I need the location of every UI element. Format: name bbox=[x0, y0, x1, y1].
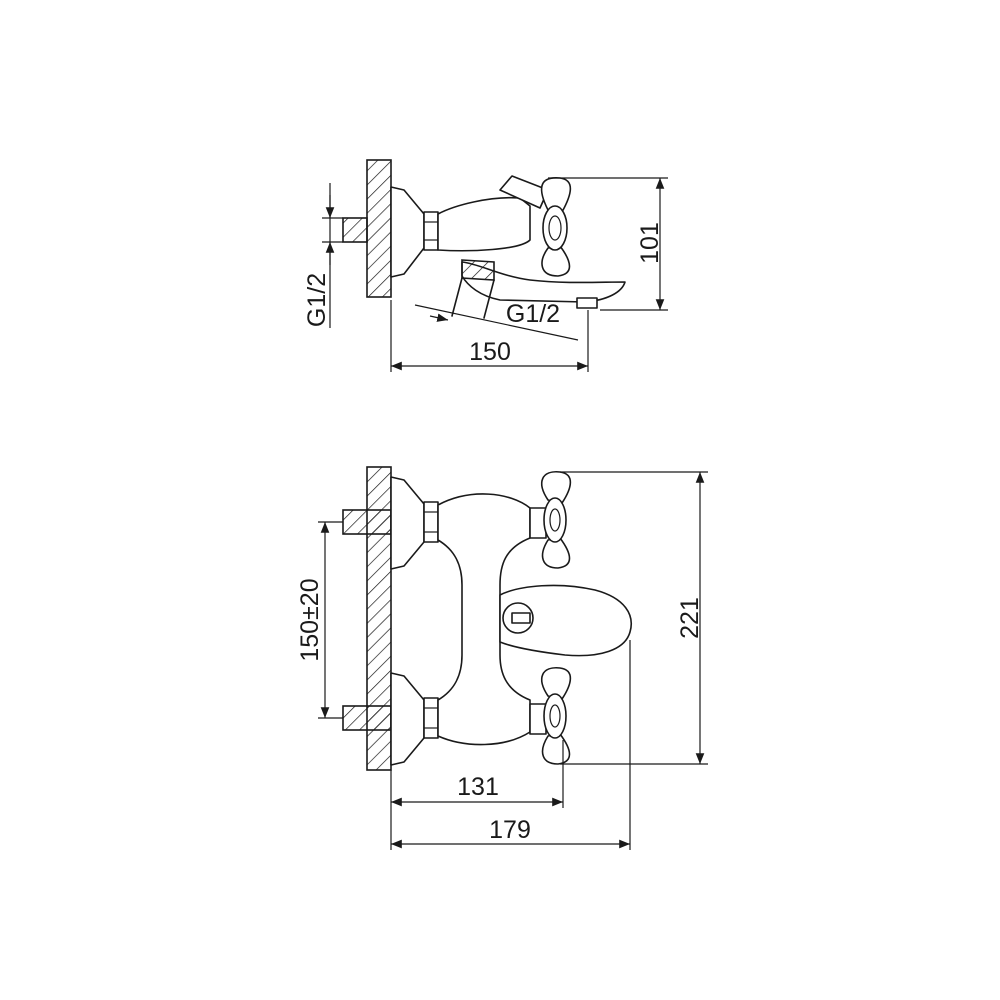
front-handle-depth-label: 131 bbox=[457, 773, 499, 801]
side-mixer-body bbox=[437, 196, 531, 252]
side-spout bbox=[461, 261, 626, 303]
side-view: G1/2 G1/2 150 101 bbox=[303, 159, 668, 372]
front-spout bbox=[499, 584, 632, 657]
front-flange-bottom bbox=[390, 672, 425, 766]
front-inlet-pipe-bottom bbox=[342, 705, 392, 731]
front-star-handle-bottom bbox=[529, 667, 572, 765]
side-nozzle bbox=[576, 297, 598, 309]
side-thread-inlet-label: G1/2 bbox=[506, 300, 560, 328]
side-nut bbox=[423, 211, 439, 251]
front-centers-label: 150±20 bbox=[296, 578, 324, 661]
front-spout-depth-label: 179 bbox=[489, 816, 531, 844]
front-height-label: 221 bbox=[676, 597, 704, 639]
side-flange bbox=[390, 186, 425, 278]
front-flange-top bbox=[390, 476, 425, 570]
front-nut-top bbox=[423, 501, 439, 543]
front-nut-bottom bbox=[423, 697, 439, 739]
side-down-pipe-left bbox=[451, 277, 463, 317]
front-view: 150±20 221 131 179 bbox=[296, 466, 708, 850]
side-height-label: 101 bbox=[636, 222, 664, 264]
front-star-handle-top bbox=[529, 471, 572, 569]
front-inlet-pipe-top bbox=[342, 509, 392, 535]
side-thread-left-label: G1/2 bbox=[303, 273, 331, 327]
side-width-label: 150 bbox=[469, 338, 511, 366]
side-coupling-hatch bbox=[461, 259, 495, 281]
side-inlet-pipe bbox=[342, 217, 368, 243]
side-wall-hatch bbox=[366, 159, 392, 298]
side-star-handle bbox=[540, 177, 572, 277]
side-thread-leader bbox=[414, 304, 579, 341]
side-down-pipe-right bbox=[483, 279, 495, 319]
